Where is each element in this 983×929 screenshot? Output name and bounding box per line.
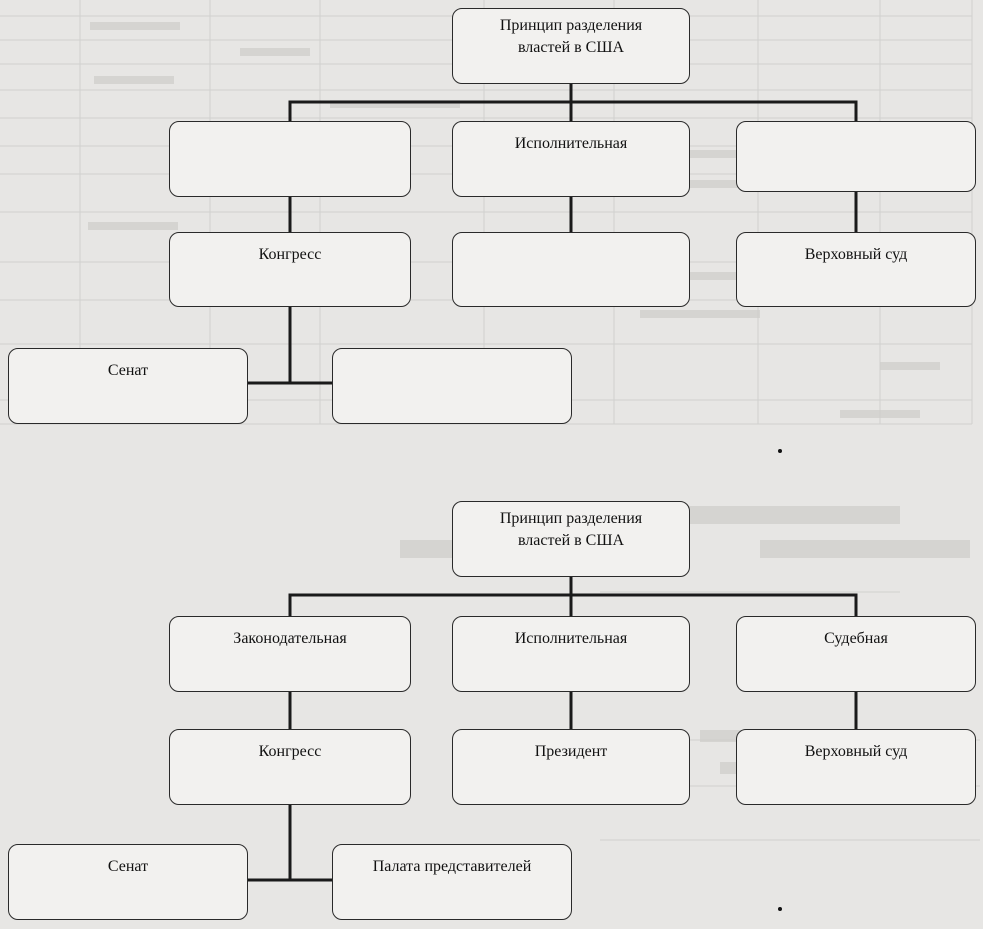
d1-chamber-senate-node: Сенат [8, 348, 248, 424]
d1-judicial-body-node: Верховный суд [736, 232, 976, 307]
d1-executive-body-node [452, 232, 690, 307]
d2-branch-judicial-node: Судебная [736, 616, 976, 692]
d1-legislative-body-label: Конгресс [258, 246, 322, 263]
d2-chamber-house-label: Палата представителей [372, 858, 532, 875]
d2-chamber-house-node: Палата представителей [332, 844, 572, 920]
d2-branch-legislative-node: Законодательная [169, 616, 411, 692]
d2-branch-legislative-label: Законодательная [233, 630, 347, 647]
d2-branch-judicial-label: Судебная [824, 630, 888, 647]
d2-branch-executive-node: Исполнительная [452, 616, 690, 692]
d2-judicial-body-node: Верховный суд [736, 729, 976, 805]
d2-judicial-body-label: Верховный суд [804, 743, 908, 760]
d2-branch-executive-label: Исполнительная [514, 630, 628, 647]
d2-root-line2: властей в США [517, 532, 625, 549]
d1-branch-legislative-node [169, 121, 411, 197]
d2-root-line1: Принцип разделения [499, 510, 643, 527]
d1-branch-executive-label: Исполнительная [514, 135, 628, 152]
d2-executive-body-label: Президент [534, 743, 608, 760]
d1-branch-executive-node: Исполнительная [452, 121, 690, 197]
ink-speck [778, 907, 782, 911]
d1-root-line1: Принцип разделения [499, 17, 643, 34]
d2-executive-body-node: Президент [452, 729, 690, 805]
d1-branch-judicial-node [736, 121, 976, 192]
d1-chamber-senate-label: Сенат [107, 362, 149, 379]
d1-chamber-house-node [332, 348, 572, 424]
d1-root-node: Принцип разделения властей в США [452, 8, 690, 84]
d2-legislative-body-label: Конгресс [258, 743, 322, 760]
d2-chamber-senate-label: Сенат [107, 858, 149, 875]
d1-root-line2: властей в США [517, 39, 625, 56]
d2-legislative-body-node: Конгресс [169, 729, 411, 805]
d2-root-node: Принцип разделения властей в США [452, 501, 690, 577]
d1-legislative-body-node: Конгресс [169, 232, 411, 307]
d1-judicial-body-label: Верховный суд [804, 246, 908, 263]
ink-speck [778, 449, 782, 453]
d2-chamber-senate-node: Сенат [8, 844, 248, 920]
